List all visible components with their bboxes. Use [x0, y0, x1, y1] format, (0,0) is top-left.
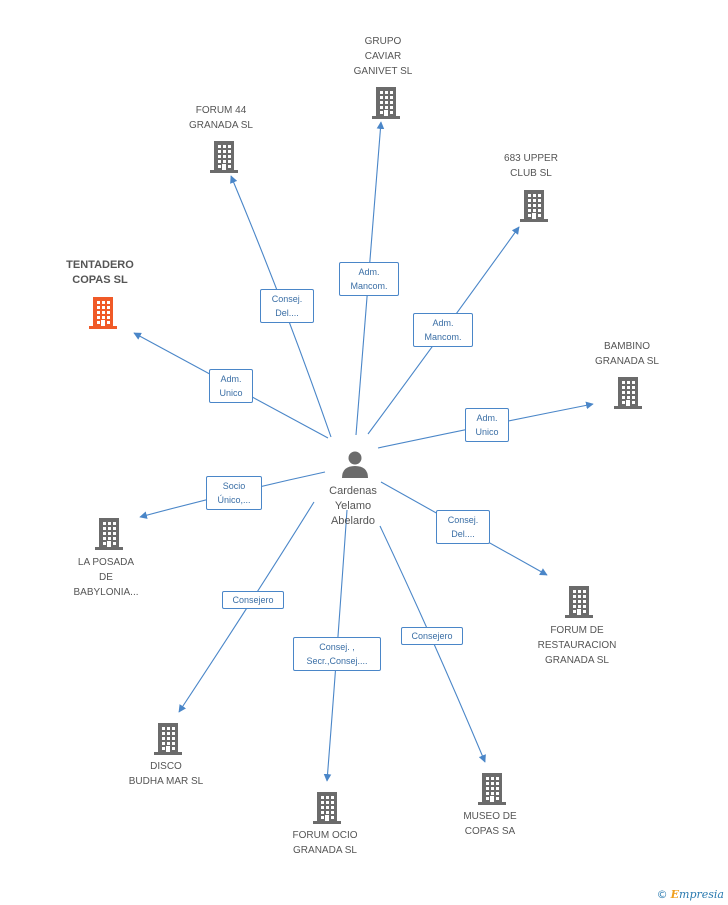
edge-label-forum-ocio[interactable]: Consej. , Secr.,Consej.... — [293, 637, 381, 671]
edge-label-disco[interactable]: Consejero — [222, 591, 284, 609]
node-label-683upper[interactable]: 683 UPPER CLUB SL — [504, 153, 558, 179]
disco-building-icon[interactable] — [154, 723, 182, 755]
edge-label-tentadero[interactable]: Adm. Unico — [209, 369, 253, 403]
forum-rest-building-icon[interactable] — [565, 586, 593, 618]
node-label-disco[interactable]: DISCO BUDHA MAR SL — [128, 761, 204, 787]
edge-label-posada[interactable]: Socio Único,... — [206, 476, 262, 510]
tentadero-building-icon[interactable] — [89, 297, 117, 329]
bambino-building-icon[interactable] — [614, 377, 642, 409]
edge-label-grupo-caviar[interactable]: Adm. Mancom. — [339, 262, 399, 296]
node-label-tentadero[interactable]: TENTADERO COPAS SL — [66, 259, 134, 286]
node-label-posada[interactable]: LA POSADA DE BABYLONIA... — [73, 556, 139, 598]
node-label-forum-rest[interactable]: FORUM DE RESTAURACION GRANADA SL — [537, 624, 617, 666]
grupo-caviar-building-icon[interactable] — [372, 87, 400, 119]
brand-first-letter: E — [670, 888, 680, 901]
node-label-forum44[interactable]: FORUM 44 GRANADA SL — [189, 105, 253, 131]
copyright-symbol: © — [656, 888, 668, 901]
683upper-building-icon[interactable] — [520, 190, 548, 222]
forum-ocio-building-icon[interactable] — [313, 792, 341, 824]
person-icon[interactable] — [342, 451, 368, 479]
brand-logo[interactable]: ©Empresia — [657, 888, 724, 901]
edge-label-bambino[interactable]: Adm. Unico — [465, 408, 509, 442]
node-label-grupo-caviar[interactable]: GRUPO CAVIAR GANIVET SL — [353, 35, 413, 77]
node-label-forum-ocio[interactable]: FORUM OCIO GRANADA SL — [292, 830, 358, 856]
posada-building-icon[interactable] — [95, 518, 123, 550]
edge-label-museo[interactable]: Consejero — [401, 627, 463, 645]
node-label-bambino[interactable]: BAMBINO GRANADA SL — [595, 341, 659, 367]
forum44-building-icon[interactable] — [210, 141, 238, 173]
edge-label-forum44[interactable]: Consej. Del.... — [260, 289, 314, 323]
museo-building-icon[interactable] — [478, 773, 506, 805]
node-label-museo[interactable]: MUSEO DE COPAS SA — [463, 811, 517, 837]
center-person-label[interactable]: Cardenas Yelamo Abelardo — [329, 485, 377, 527]
brand-name: mpresia — [679, 888, 724, 901]
edge-label-683upper[interactable]: Adm. Mancom. — [413, 313, 473, 347]
edge-label-forum-rest[interactable]: Consej. Del.... — [436, 510, 490, 544]
